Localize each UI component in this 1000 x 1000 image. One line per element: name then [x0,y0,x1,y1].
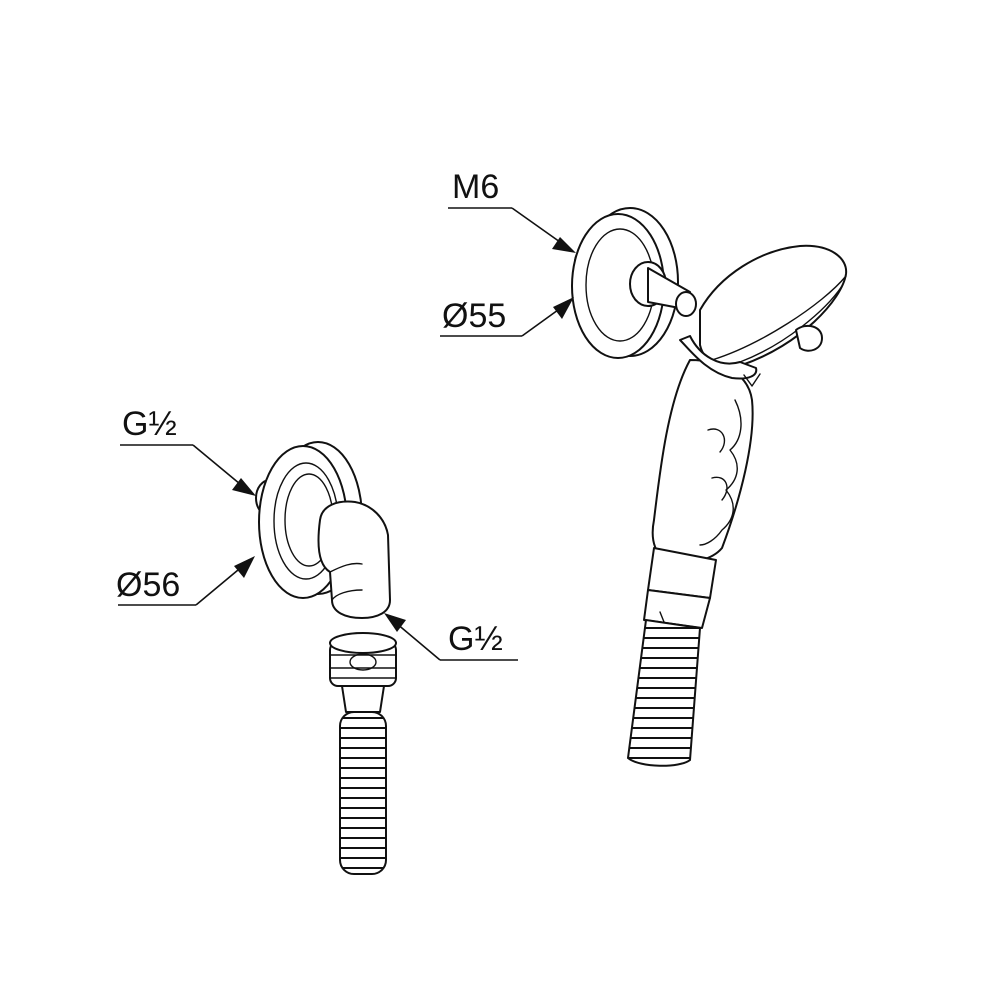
callout-wall-outlet-thread: G½ [120,405,256,496]
callout-hose-connection-thread: G½ [384,613,518,661]
label-holder-screw: M6 [452,168,499,206]
shower-holder [571,207,697,359]
wall-outlet-elbow [255,441,391,619]
callout-holder-screw: M6 [448,168,576,253]
label-hose-connection-thread: G½ [448,620,503,658]
label-wall-outlet-thread: G½ [122,405,177,443]
hand-shower [643,244,848,629]
callout-wall-outlet-diameter: Ø56 [116,556,255,606]
hose-nut [329,632,397,713]
flexible-hose-left [339,711,387,875]
label-holder-diameter: Ø55 [442,297,506,335]
callout-holder-diameter: Ø55 [440,297,574,337]
label-wall-outlet-diameter: Ø56 [116,566,180,604]
flexible-hose-right [626,618,702,767]
